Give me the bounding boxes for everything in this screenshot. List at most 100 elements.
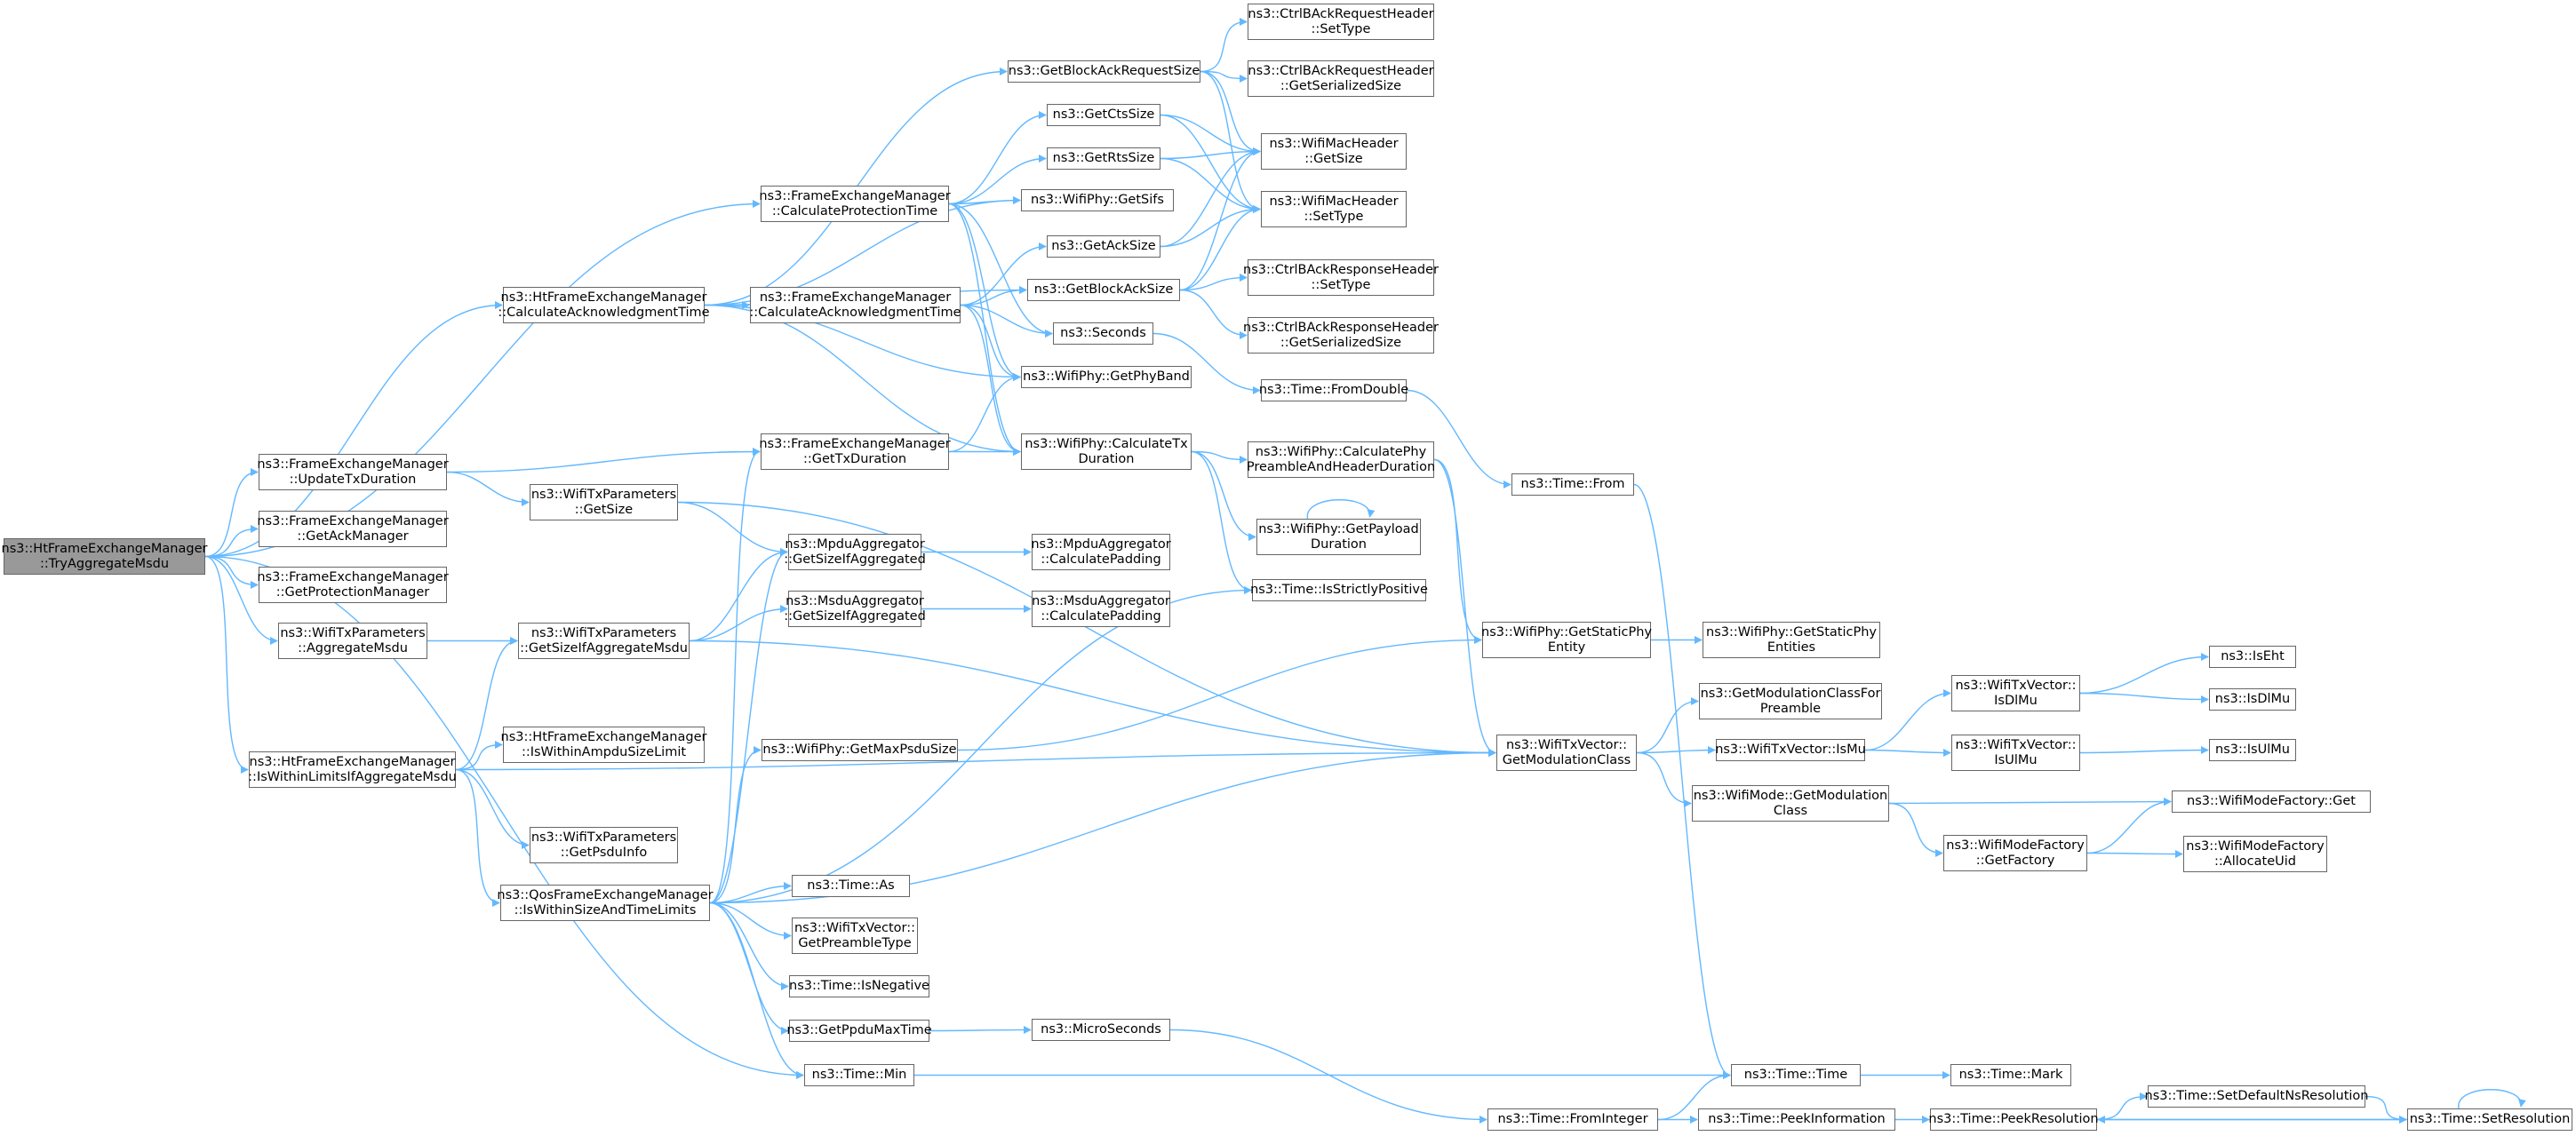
edge-timeFromDouble-to-timeFrom — [1406, 389, 1511, 489]
node-get-ppdu-max[interactable]: ns3::GetPpduMaxTime — [786, 1020, 932, 1042]
node-is-ul-mu[interactable]: ns3::IsUlMu — [2209, 739, 2296, 761]
node-wmf-alloc[interactable]: ns3::WifiModeFactory::AllocateUid — [2183, 836, 2327, 872]
node-ba-set-type[interactable]: ns3::CtrlBAckResponseHeader::SetType — [1243, 259, 1439, 296]
node-phy-get-band[interactable]: ns3::WifiPhy::GetPhyBand — [1021, 366, 1192, 388]
node-label-line: ns3::WifiPhy::GetSifs — [1031, 193, 1164, 207]
node-label-line: ::IsWithinLimitsIfAggregateMsdu — [248, 769, 457, 784]
node-phy-get-max-psdu[interactable]: ns3::WifiPhy::GetMaxPsduSize — [762, 739, 958, 761]
node-time-peek-res[interactable]: ns3::Time::PeekResolution — [1928, 1108, 2099, 1131]
node-label-line: ns3::WifiMode::GetModulation — [1693, 788, 1888, 803]
node-get-cts-size[interactable]: ns3::GetCtsSize — [1047, 104, 1160, 126]
node-msdu-get-size-if[interactable]: ns3::MsduAggregator::GetSizeIfAggregated — [784, 591, 926, 627]
node-time-peek-info[interactable]: ns3::Time::PeekInformation — [1698, 1108, 1895, 1131]
node-is-eht[interactable]: ns3::IsEht — [2209, 646, 2296, 668]
edge-wtpGetSizeIf-to-mpduGetSizeIf — [689, 548, 788, 642]
edge-wtpGetSize-to-mpduGetSizeIf — [677, 501, 788, 556]
node-get-ack-size[interactable]: ns3::GetAckSize — [1047, 235, 1160, 258]
edge-seconds-to-timeFromDouble — [1152, 332, 1261, 394]
node-fe-upd-tx[interactable]: ns3::FrameExchangeManager::UpdateTxDurat… — [257, 454, 449, 490]
node-label-line: ::GetAckManager — [297, 528, 409, 544]
node-label-line: ns3::Time::FromDouble — [1258, 383, 1409, 397]
node-label-line: IsDlMu — [1994, 693, 2038, 708]
node-ht-is-within[interactable]: ns3::HtFrameExchangeManager::IsWithinLim… — [248, 751, 457, 788]
node-time-from-double[interactable]: ns3::Time::FromDouble — [1258, 379, 1409, 401]
node-fe-get-ack-mgr[interactable]: ns3::FrameExchangeManager::GetAckManager — [257, 511, 449, 547]
node-ht-is-within-ampdu[interactable]: ns3::HtFrameExchangeManager::IsWithinAmp… — [501, 727, 706, 763]
node-is-dl-mu[interactable]: ns3::IsDlMu — [2209, 688, 2296, 711]
node-time-time[interactable]: ns3::Time::Time — [1731, 1064, 1861, 1086]
node-mpdu-calc-pad[interactable]: ns3::MpduAggregator::CalculatePadding — [1031, 534, 1171, 570]
node-time-mark[interactable]: ns3::Time::Mark — [1950, 1064, 2071, 1086]
node-label-line: ns3::MpduAggregator — [1031, 536, 1171, 552]
node-get-ba-size[interactable]: ns3::GetBlockAckSize — [1027, 279, 1180, 301]
edge-feCalcAck-to-phyGetBand — [960, 304, 1021, 381]
node-time-from[interactable]: ns3::Time::From — [1511, 473, 1634, 496]
edge-feCalcProt-to-phyCalcTx — [948, 203, 1021, 456]
node-msdu-calc-pad[interactable]: ns3::MsduAggregator::CalculatePadding — [1032, 591, 1170, 627]
node-mac-set-type[interactable]: ns3::WifiMacHeader::SetType — [1261, 191, 1407, 227]
node-wtp-agg-msdu[interactable]: ns3::WifiTxParameters::AggregateMsdu — [278, 623, 427, 659]
node-wtp-get-psdu[interactable]: ns3::WifiTxParameters::GetPsduInfo — [530, 827, 678, 863]
edge-phyCalcTx-to-timeIsStrict — [1191, 450, 1252, 594]
edge-getBaSize-to-macGetSize — [1179, 147, 1261, 291]
node-label-line: ns3::HtFrameExchangeManager — [249, 754, 456, 769]
node-wtv-is-dl-mu[interactable]: ns3::WifiTxVector::IsDlMu — [1951, 675, 2080, 711]
node-time-from-int[interactable]: ns3::Time::FromInteger — [1487, 1108, 1658, 1131]
edge-qosIsWithin-to-getPpduMax — [709, 902, 789, 1035]
node-time-is-neg[interactable]: ns3::Time::IsNegative — [789, 975, 929, 997]
node-time-is-strict[interactable]: ns3::Time::IsStrictlyPositive — [1250, 579, 1428, 601]
node-wtv-is-mu[interactable]: ns3::WifiTxVector::IsMu — [1715, 739, 1866, 761]
node-label-line: ns3::WifiPhy::CalculatePhy — [1255, 444, 1427, 459]
node-fe-calc-ack[interactable]: ns3::FrameExchangeManager::CalculateAckn… — [749, 287, 961, 323]
node-mpdu-get-size-if[interactable]: ns3::MpduAggregator::GetSizeIfAggregated — [784, 534, 926, 570]
node-root[interactable]: ns3::HtFrameExchangeManager::TryAggregat… — [2, 538, 207, 575]
node-ht-calc-ack[interactable]: ns3::HtFrameExchangeManager::CalculateAc… — [498, 287, 710, 323]
node-wtp-get-size-if[interactable]: ns3::WifiTxParameters::GetSizeIfAggregat… — [518, 623, 690, 659]
node-seconds[interactable]: ns3::Seconds — [1053, 322, 1153, 345]
node-wmf-get[interactable]: ns3::WifiModeFactory::Get — [2172, 790, 2371, 813]
node-wtp-get-size[interactable]: ns3::WifiTxParameters::GetSize — [530, 484, 678, 520]
node-fe-calc-prot[interactable]: ns3::FrameExchangeManager::CalculateProt… — [759, 186, 951, 222]
node-micro-seconds[interactable]: ns3::MicroSeconds — [1032, 1019, 1170, 1041]
node-time-set-res[interactable]: ns3::Time::SetResolution — [2407, 1108, 2572, 1131]
node-time-set-def-ns[interactable]: ns3::Time::SetDefaultNsResolution — [2145, 1085, 2368, 1108]
node-get-rts-size[interactable]: ns3::GetRtsSize — [1047, 147, 1160, 170]
node-bar-get-ser[interactable]: ns3::CtrlBAckRequestHeader::GetSerialize… — [1248, 60, 1434, 97]
node-ba-get-ser[interactable]: ns3::CtrlBAckResponseHeader::GetSerializ… — [1243, 317, 1439, 354]
node-time-min[interactable]: ns3::Time::Min — [804, 1064, 914, 1086]
node-fe-get-prot-mgr[interactable]: ns3::FrameExchangeManager::GetProtection… — [257, 567, 449, 603]
node-label-line: PreambleAndHeaderDuration — [1246, 459, 1436, 474]
node-wtv-is-ul-mu[interactable]: ns3::WifiTxVector::IsUlMu — [1951, 735, 2080, 771]
node-label-line: ::CalculateAcknowledgmentTime — [749, 305, 961, 320]
node-wtv-get-mod[interactable]: ns3::WifiTxVector::GetModulationClass — [1496, 735, 1637, 771]
node-time-as[interactable]: ns3::Time::As — [792, 875, 910, 897]
node-fe-get-tx-dur[interactable]: ns3::FrameExchangeManager::GetTxDuration — [759, 433, 951, 470]
node-label-line: Entity — [1547, 639, 1586, 655]
node-label-line: ns3::FrameExchangeManager — [759, 436, 951, 451]
node-label-line: ::IsWithinAmpduSizeLimit — [521, 744, 687, 759]
node-wmf-get-factory[interactable]: ns3::WifiModeFactory::GetFactory — [1943, 835, 2087, 871]
node-qos-is-within[interactable]: ns3::QosFrameExchangeManager::IsWithinSi… — [497, 885, 714, 921]
node-label-line: ns3::Time::PeekInformation — [1708, 1112, 1886, 1126]
node-mac-get-size[interactable]: ns3::WifiMacHeader::GetSize — [1261, 133, 1407, 170]
edge-getAckSize-to-macGetSize — [1160, 147, 1261, 248]
node-label-line: ns3::CtrlBAckResponseHeader — [1243, 262, 1439, 277]
edge-feCalcAck-to-seconds — [960, 304, 1053, 338]
node-phy-get-sifs[interactable]: ns3::WifiPhy::GetSifs — [1021, 189, 1174, 211]
edge-qosIsWithin-to-phyGetMaxPsdu — [709, 746, 762, 904]
edge-getRtsSize-to-macGetSize — [1160, 147, 1261, 160]
node-bar-set-type[interactable]: ns3::CtrlBAckRequestHeader::SetType — [1248, 4, 1434, 40]
node-label-line: ns3::MsduAggregator — [786, 593, 924, 608]
edge-getCtsSize-to-macSetType — [1160, 114, 1261, 213]
node-wtv-get-preamble[interactable]: ns3::WifiTxVector::GetPreambleType — [792, 918, 918, 954]
node-label-line: ns3::MicroSeconds — [1041, 1022, 1161, 1037]
node-get-bar-size[interactable]: ns3::GetBlockAckRequestSize — [1008, 60, 1200, 83]
